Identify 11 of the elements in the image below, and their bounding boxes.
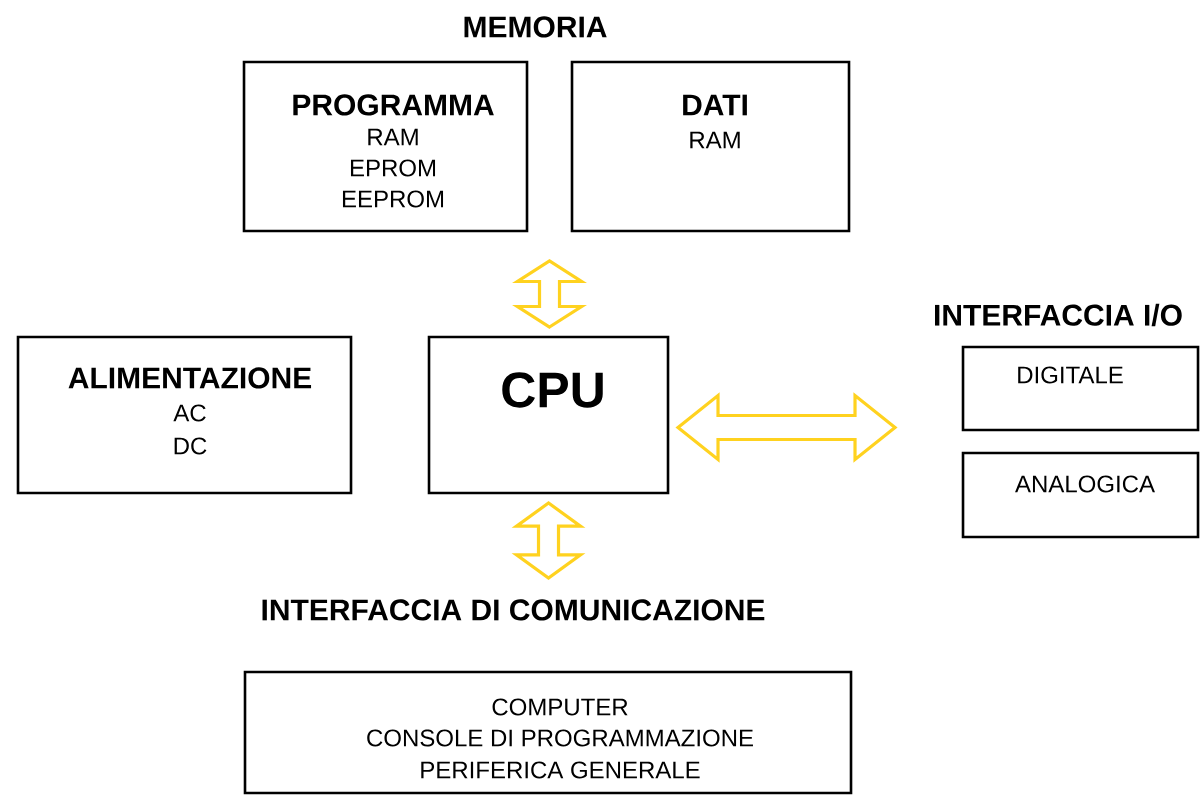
double-arrow	[511, 501, 586, 580]
power-supply-box: ALIMENTAZIONE AC DC	[16, 335, 353, 495]
heading: INTERFACCIA DI COMUNICAZIONE	[262, 599, 765, 621]
double-arrow	[512, 259, 587, 329]
memory-box: DATI RAM	[570, 60, 851, 233]
io-box: DIGITALE	[961, 345, 1200, 432]
io-box: ANALOGICA	[961, 451, 1200, 539]
memory-box: PROGRAMMA RAM EPROM EEPROM	[242, 60, 529, 233]
heading: MEMORIA	[464, 16, 607, 38]
communication-box: COMPUTER CONSOLE DI PROGRAMMAZIONE PERIFERICA GENERALE	[243, 670, 853, 795]
cpu-box: CPU	[427, 335, 670, 495]
